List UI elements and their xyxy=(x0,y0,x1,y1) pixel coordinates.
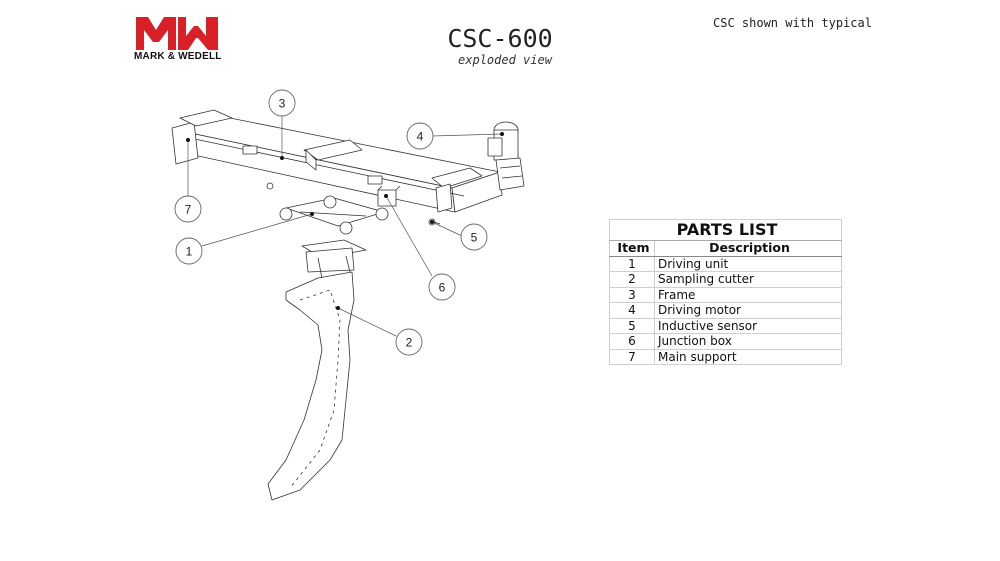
svg-text:6: 6 xyxy=(439,281,446,295)
item-number: 6 xyxy=(609,333,655,350)
document-title: CSC-600 xyxy=(447,24,553,53)
document-subtitle: exploded view xyxy=(458,53,552,67)
svg-text:1: 1 xyxy=(186,245,193,259)
svg-text:4: 4 xyxy=(417,130,424,144)
svg-text:2: 2 xyxy=(406,336,413,350)
svg-text:7: 7 xyxy=(185,203,192,217)
leader-lines xyxy=(187,116,503,337)
driving-unit xyxy=(279,195,389,235)
item-number: 1 xyxy=(609,255,655,272)
item-description: Inductive sensor xyxy=(654,317,842,334)
parts-list-title: PARTS LIST xyxy=(609,219,842,241)
table-row: 3 Frame xyxy=(609,286,842,303)
callout-4: 4 xyxy=(406,122,434,150)
driving-motor xyxy=(487,121,525,191)
item-description: Driving motor xyxy=(654,302,842,319)
logo-text: MARK & WEDELL xyxy=(134,51,222,62)
table-row: 2 Sampling cutter xyxy=(609,271,842,288)
item-description: Driving unit xyxy=(654,255,842,272)
table-row: 5 Inductive sensor xyxy=(609,317,842,334)
callout-7: 7 xyxy=(174,195,202,223)
company-logo: MARK & WEDELL xyxy=(134,14,222,62)
item-description: Sampling cutter xyxy=(654,271,842,288)
callout-5: 5 xyxy=(460,223,488,251)
svg-text:3: 3 xyxy=(279,97,286,111)
column-header-item: Item xyxy=(609,240,655,257)
header-note: CSC shown with typical scop xyxy=(713,16,877,30)
svg-text:5: 5 xyxy=(471,231,478,245)
item-number: 2 xyxy=(609,271,655,288)
callout-1: 1 xyxy=(175,237,203,265)
mw-logo-mark xyxy=(136,17,218,50)
table-row: 1 Driving unit xyxy=(609,255,842,272)
parts-list-table: PARTS LIST Item Description 1 Driving un… xyxy=(609,219,842,365)
item-number: 7 xyxy=(609,348,655,365)
leader-dots xyxy=(186,132,504,310)
callout-2: 2 xyxy=(395,328,423,356)
table-row: 4 Driving motor xyxy=(609,302,842,319)
item-description: Junction box xyxy=(654,333,842,350)
item-description: Main support xyxy=(654,348,842,365)
frame-beam xyxy=(171,109,503,213)
callout-3: 3 xyxy=(268,89,296,117)
item-number: 3 xyxy=(609,286,655,303)
table-row: 7 Main support xyxy=(609,348,842,365)
item-number: 5 xyxy=(609,317,655,334)
table-row: 6 Junction box xyxy=(609,333,842,350)
callout-6: 6 xyxy=(428,273,456,301)
column-header-description: Description xyxy=(654,240,842,257)
item-description: Frame xyxy=(654,286,842,303)
sampling-cutter xyxy=(267,239,367,501)
item-number: 4 xyxy=(609,302,655,319)
